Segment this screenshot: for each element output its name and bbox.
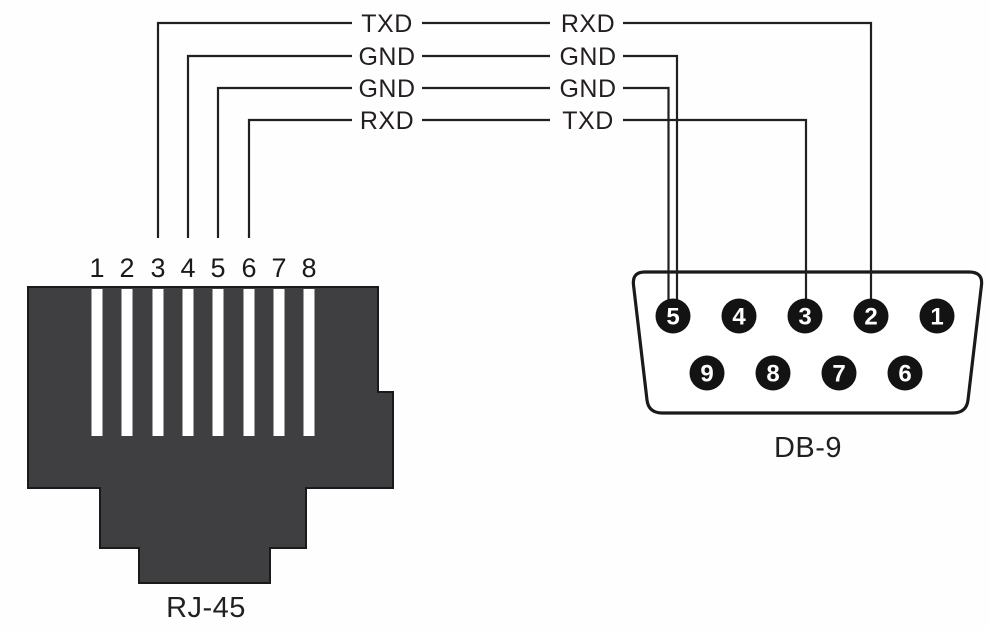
db9-pin-number-6: 6 <box>898 361 911 388</box>
wire-gnd1-right-segment <box>623 54 679 302</box>
db9-pin-number-3: 3 <box>798 304 811 331</box>
db9-pin-8 <box>755 355 791 391</box>
rj45-pin-number-7: 7 <box>271 253 286 283</box>
db9-pin-number-1: 1 <box>930 304 943 331</box>
wire-label-left-txd: TXD <box>361 10 413 38</box>
wire-label-left-gnd1: GND <box>358 43 415 71</box>
db9-pin-4 <box>721 298 757 334</box>
db9-pin-1 <box>919 298 955 334</box>
db9-pin-number-9: 9 <box>700 361 713 388</box>
rj45-pin-number-1: 1 <box>89 253 104 283</box>
wire-rxd-txd-left-segment <box>247 118 352 238</box>
db9-connector-shell <box>631 270 984 415</box>
rj45-connector: 1 2 3 4 5 6 7 8 RJ-45 <box>27 253 394 624</box>
db9-pin-5 <box>655 298 691 334</box>
rj45-pin-number-3: 3 <box>150 253 165 283</box>
wire-label-right-rxd: RXD <box>561 10 615 38</box>
rj45-slot-6 <box>243 289 255 436</box>
wire-rxd-txd: RXD TXD <box>247 107 808 301</box>
rj45-slot-1 <box>91 289 103 436</box>
rj45-slot-7 <box>273 289 285 436</box>
db9-connector-label: DB-9 <box>774 432 842 464</box>
rj45-slot-5 <box>212 289 224 436</box>
rj45-slot-8 <box>303 289 315 436</box>
rj45-slot-4 <box>182 289 194 436</box>
wire-gnd-gnd-1: GND GND <box>186 43 679 302</box>
db9-pin-6 <box>887 355 923 391</box>
rj45-pin-number-4: 4 <box>180 253 195 283</box>
wire-label-left-rxd: RXD <box>360 107 414 135</box>
db9-pin-3 <box>787 298 823 334</box>
db9-pin-number-8: 8 <box>766 361 779 388</box>
db9-pin-7 <box>821 355 857 391</box>
db9-pin-number-2: 2 <box>864 304 877 331</box>
rj45-pin-number-5: 5 <box>210 253 225 283</box>
db9-pin-number-5: 5 <box>666 304 679 331</box>
wire-gnd2-right-segment <box>623 86 670 302</box>
db9-pin-9 <box>689 355 725 391</box>
wire-txd-rxd: TXD RXD <box>156 10 873 301</box>
rj45-pin-number-2: 2 <box>119 253 134 283</box>
wire-gnd2-left-segment <box>216 86 352 238</box>
rj45-connector-body <box>27 286 394 584</box>
rj45-pin-number-8: 8 <box>301 253 316 283</box>
wire-label-right-gnd1: GND <box>559 43 616 71</box>
rj45-slot-2 <box>121 289 133 436</box>
wire-gnd1-left-segment <box>186 54 352 238</box>
db9-pin-number-4: 4 <box>732 304 746 331</box>
wire-label-right-txd: TXD <box>562 107 614 135</box>
wire-txd-rxd-left-segment <box>156 21 352 238</box>
rj45-slot-3 <box>152 289 164 436</box>
db9-pin-2 <box>853 298 889 334</box>
wire-rxd-txd-right-segment <box>623 118 808 301</box>
rj45-connector-label: RJ-45 <box>166 592 246 624</box>
db9-connector: 5 4 3 2 1 9 8 7 6 DB-9 <box>655 298 955 464</box>
db9-pin-number-7: 7 <box>832 361 845 388</box>
wire-label-right-gnd2: GND <box>559 75 616 103</box>
wire-txd-rxd-right-segment <box>623 21 873 301</box>
wire-label-left-gnd2: GND <box>358 75 415 103</box>
wire-gnd-gnd-2: GND GND <box>216 75 670 302</box>
rj45-pin-number-6: 6 <box>241 253 256 283</box>
